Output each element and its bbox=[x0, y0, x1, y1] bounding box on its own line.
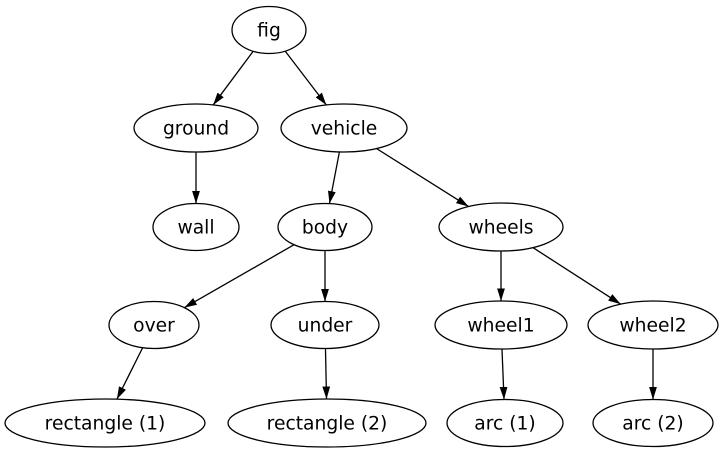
node-ellipse-ground bbox=[133, 103, 259, 153]
node-rectangle-2: rectangle (2) bbox=[227, 398, 427, 448]
edge-fig-vehicle bbox=[284, 50, 327, 106]
node-label-under: under bbox=[298, 316, 353, 337]
node-ellipse-over bbox=[108, 300, 200, 350]
node-label-wheel2: wheel2 bbox=[619, 316, 686, 337]
node-wheels: wheels bbox=[438, 202, 564, 252]
node-ellipse-under bbox=[270, 300, 380, 350]
node-wheel1: wheel1 bbox=[434, 300, 568, 350]
node-ellipse-wheels bbox=[438, 202, 564, 252]
node-fig: fig bbox=[231, 5, 307, 55]
node-wall: wall bbox=[152, 202, 240, 252]
node-label-body: body bbox=[302, 218, 348, 239]
node-body: body bbox=[277, 202, 373, 252]
node-ellipse-fig bbox=[231, 5, 307, 55]
edge-fig-ground bbox=[212, 50, 254, 106]
node-label-rectangle-2: rectangle (2) bbox=[267, 414, 388, 435]
node-ellipse-rectangle-1 bbox=[4, 398, 206, 448]
node-arc-1: arc (1) bbox=[446, 398, 564, 448]
edge-under-rectangle-2 bbox=[322, 348, 331, 400]
node-over: over bbox=[108, 300, 200, 350]
node-label-vehicle: vehicle bbox=[311, 119, 378, 140]
edge-wheels-wheel2 bbox=[532, 247, 622, 305]
node-rectangle-1: rectangle (1) bbox=[4, 398, 206, 448]
node-ellipse-arc-1 bbox=[446, 398, 564, 448]
node-wheel2: wheel2 bbox=[587, 300, 719, 350]
node-ellipse-arc-2 bbox=[592, 398, 714, 448]
node-label-wheels: wheels bbox=[468, 218, 533, 239]
node-ellipse-body bbox=[277, 202, 373, 252]
node-ellipse-wheel2 bbox=[587, 300, 719, 350]
node-label-over: over bbox=[133, 316, 175, 337]
node-label-arc-1: arc (1) bbox=[474, 414, 535, 435]
node-under: under bbox=[270, 300, 380, 350]
node-ground: ground bbox=[133, 103, 259, 153]
edge-wheel1-arc-1 bbox=[499, 348, 508, 400]
edge-vehicle-wheels bbox=[376, 147, 469, 208]
node-label-arc-2: arc (2) bbox=[622, 414, 683, 435]
node-label-wheel1: wheel1 bbox=[467, 316, 534, 337]
node-label-fig: fig bbox=[257, 21, 281, 42]
node-label-wall: wall bbox=[177, 218, 214, 239]
edge-body-over bbox=[183, 244, 295, 309]
node-label-ground: ground bbox=[163, 119, 229, 140]
node-ellipse-wheel1 bbox=[434, 300, 568, 350]
node-ellipse-wall bbox=[152, 202, 240, 252]
node-ellipse-rectangle-2 bbox=[227, 398, 427, 448]
node-vehicle: vehicle bbox=[280, 103, 408, 153]
node-ellipse-vehicle bbox=[280, 103, 408, 153]
node-arc-2: arc (2) bbox=[592, 398, 714, 448]
node-label-rectangle-1: rectangle (1) bbox=[45, 414, 166, 435]
edge-vehicle-body bbox=[328, 151, 341, 204]
edge-over-rectangle-1 bbox=[116, 347, 144, 400]
